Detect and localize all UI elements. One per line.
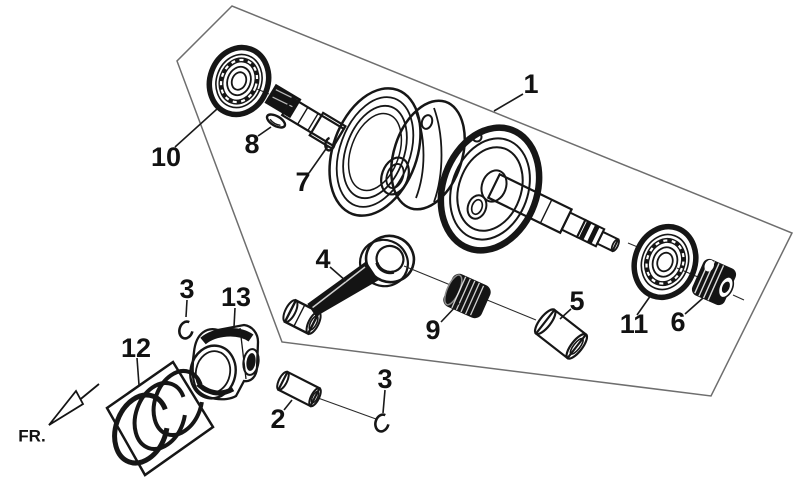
callouts: 1 10 8 7 4 3 13 12 9 5 11 6 2 3 FR. — [18, 69, 685, 446]
part-callout-8: 8 — [244, 129, 259, 159]
part-circlip-3-right — [374, 413, 390, 433]
fr-direction-arrow — [48, 383, 100, 426]
part-ring-set-12 — [105, 360, 215, 477]
part-callout-3a: 3 — [179, 274, 194, 304]
part-callout-1: 1 — [523, 69, 538, 99]
crankshaft-left-shaft — [280, 96, 347, 151]
part-callout-4: 4 — [315, 244, 330, 274]
part-collar-5 — [533, 308, 589, 360]
crankshaft-right-shaft — [486, 172, 620, 253]
part-callout-11: 11 — [620, 309, 649, 339]
part-piston-pin-2 — [276, 370, 322, 408]
crank-web-left — [328, 87, 466, 217]
part-callout-13: 13 — [221, 282, 251, 312]
part-piston-13 — [189, 323, 260, 401]
part-callout-6: 6 — [670, 307, 685, 337]
part-callout-3b: 3 — [377, 364, 392, 394]
part-key-8 — [265, 113, 287, 129]
part-circlip-3-left — [178, 320, 194, 340]
part-bearing-11 — [631, 223, 699, 301]
part-gear-9 — [443, 273, 491, 319]
part-conrod-4 — [282, 234, 416, 336]
part-callout-12: 12 — [121, 333, 151, 363]
part-bearing-10 — [206, 44, 272, 118]
part-callout-2: 2 — [270, 404, 285, 434]
crank-web-right — [437, 124, 543, 254]
part-callout-7: 7 — [295, 167, 310, 197]
part-callout-5: 5 — [569, 286, 584, 316]
fr-label: FR. — [18, 427, 45, 446]
part-callout-9: 9 — [425, 315, 440, 345]
part-callout-10: 10 — [151, 142, 181, 172]
part-gear-6 — [691, 258, 737, 306]
diagram-border — [176, 5, 794, 397]
leader-lines — [136, 93, 704, 414]
